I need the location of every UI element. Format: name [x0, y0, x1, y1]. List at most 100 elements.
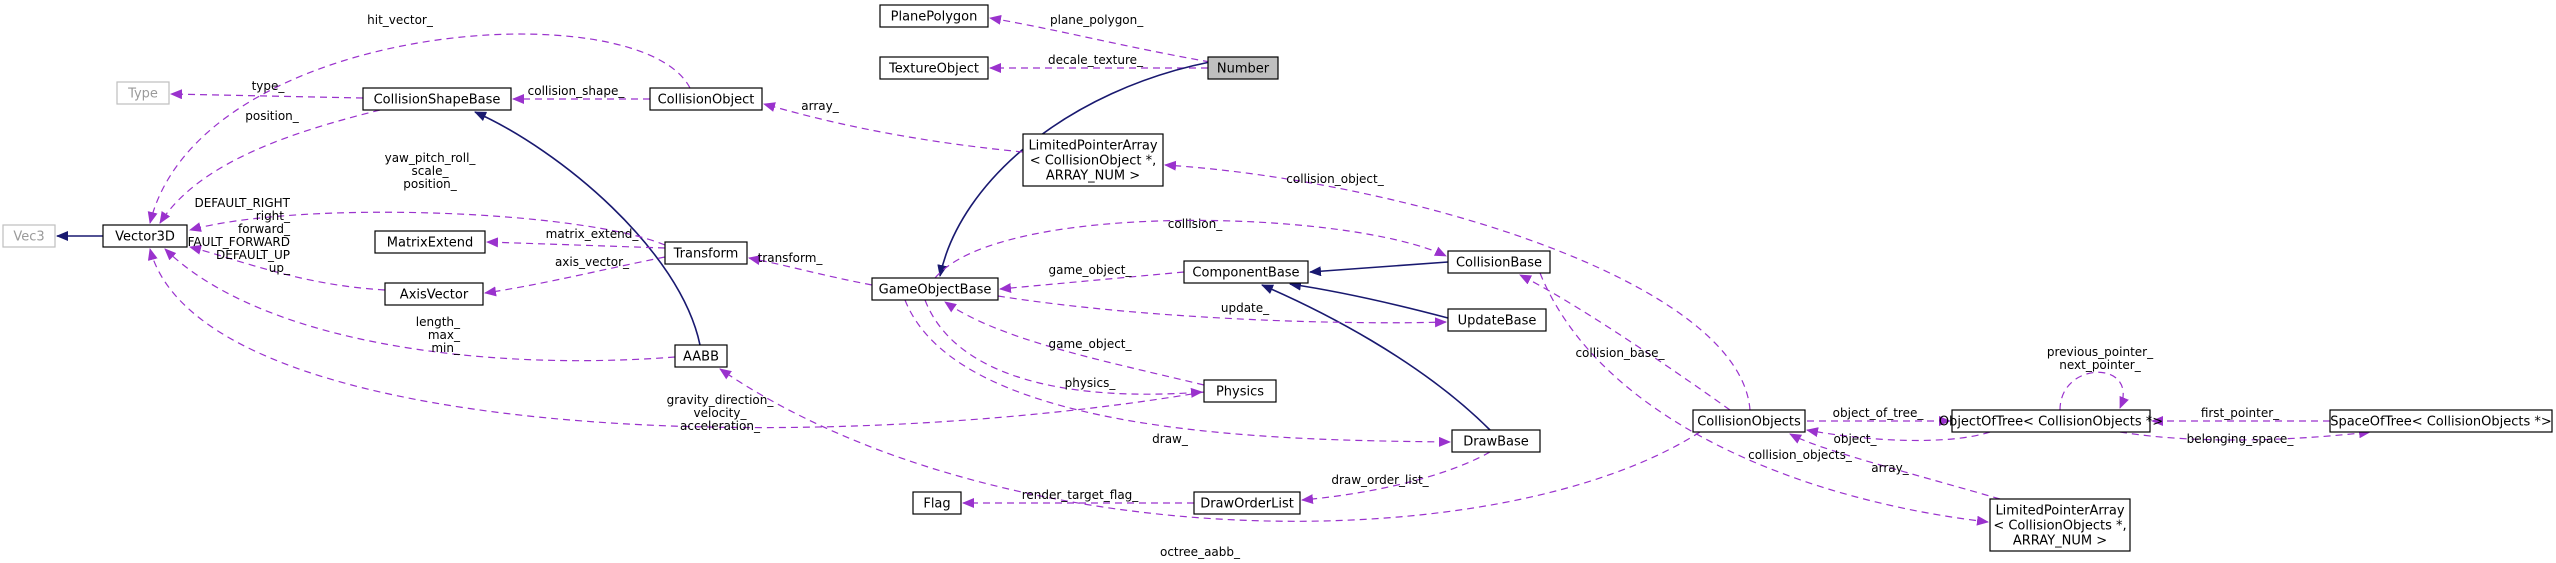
- class-node-matrix-extend[interactable]: MatrixExtend: [374, 230, 486, 254]
- class-node-label-line: PlanePolygon: [891, 10, 978, 25]
- class-node-vec3[interactable]: Vec3: [2, 224, 56, 248]
- edge-label-line: gravity_direction_: [667, 393, 775, 407]
- class-node-label: DrawOrderList: [1200, 497, 1294, 512]
- edge-label-line: octree_aabb_: [1160, 545, 1241, 559]
- usage-edge-collision-base-to-lpa-collision-objects: [1539, 272, 1989, 526]
- edge-labels-layer: plane_polygon_ decale_texture_ hit_vector_…: [171, 13, 2295, 559]
- class-node-lpa-collision-objects[interactable]: LimitedPointerArray< CollisionObjects *,…: [1989, 498, 2131, 552]
- class-node-axis-vector[interactable]: AxisVector: [384, 282, 484, 306]
- usage-edge-game-object-base-to-draw-base: [904, 299, 1451, 447]
- edge-label-line: DEFAULT_FORWARD: [171, 235, 290, 249]
- class-node-label: CollisionObject: [658, 93, 755, 108]
- class-node-label-line: < CollisionObjects *,: [1993, 519, 2126, 534]
- class-node-game-object-base[interactable]: GameObjectBase: [871, 277, 999, 301]
- class-node-aabb[interactable]: AABB: [674, 344, 728, 368]
- class-node-transform[interactable]: Transform: [664, 241, 748, 265]
- class-node-label-line: Transform: [673, 247, 739, 262]
- class-node-draw-order-list[interactable]: DrawOrderList: [1193, 491, 1301, 515]
- edge-label-line: up_: [269, 261, 291, 275]
- edge-label-position: position_: [245, 109, 300, 123]
- class-node-box: [649, 87, 763, 111]
- class-node-box: [1207, 56, 1279, 80]
- edge-label-line: position_: [403, 177, 458, 191]
- edge-label-belonging-space: belonging_space_: [2187, 432, 2295, 446]
- class-node-physics[interactable]: Physics: [1203, 379, 1277, 403]
- class-node-label: AABB: [683, 350, 719, 365]
- class-node-label: LimitedPointerArray< CollisionObjects *,…: [1993, 504, 2126, 549]
- class-node-label: DrawBase: [1463, 435, 1529, 450]
- edge-label-line: DEFAULT_UP: [216, 248, 290, 262]
- class-node-space-of-tree[interactable]: SpaceOfTree< CollisionObjects *>: [2329, 409, 2553, 433]
- class-node-box: [1692, 409, 1806, 433]
- edge-label-hit-vector: hit_vector_: [367, 13, 434, 27]
- edge-label-collision-objects: collision_objects_: [1748, 448, 1853, 462]
- class-node-label-line: Physics: [1216, 385, 1264, 400]
- usage-edge-draw-base-to-draw-order-list: [1301, 451, 1491, 505]
- edge-label-line: length_: [416, 315, 461, 329]
- usage-edge-game-object-base-to-update-base: [997, 295, 1447, 328]
- edges-layer: [56, 14, 2371, 526]
- edge-label-line: scale_: [412, 164, 450, 178]
- usage-edge-object-of-tree-to-collision-objects: [1806, 427, 1991, 442]
- edge-label-line: velocity_: [694, 406, 748, 420]
- class-node-collision-object[interactable]: CollisionObject: [649, 87, 763, 111]
- usage-edge-collision-objects-to-aabb: [719, 368, 1701, 522]
- class-node-label: Physics: [1216, 385, 1264, 400]
- edge-label-line: acceleration_: [680, 419, 761, 433]
- edge-label-line: transform_: [758, 251, 824, 265]
- class-node-label-line: CollisionShapeBase: [374, 93, 501, 108]
- class-node-type[interactable]: Type: [116, 81, 170, 105]
- class-node-label-line: CollisionBase: [1456, 256, 1542, 271]
- class-node-box: [912, 491, 962, 515]
- edge-label-object: object_: [1834, 432, 1878, 446]
- usage-edge-physics-to-vector3d: [147, 248, 1205, 429]
- class-node-draw-base[interactable]: DrawBase: [1451, 429, 1541, 453]
- class-node-label-line: Type: [127, 87, 158, 102]
- usage-edge-lpa-collision-object-to-collision-object: [763, 102, 1024, 153]
- inheritance-edge-aabb-to-collision-shape-base: [474, 111, 701, 346]
- class-node-label: ObjectOfTree< CollisionObjects *>: [1939, 415, 2163, 430]
- class-node-collision-shape-base[interactable]: CollisionShapeBase: [362, 87, 512, 111]
- edge-label-line: game_object_: [1048, 263, 1132, 277]
- class-node-update-base[interactable]: UpdateBase: [1447, 308, 1547, 332]
- edge-label-line: draw_order_list_: [1331, 473, 1429, 487]
- class-node-box: [1203, 379, 1277, 403]
- edge-label-draw-order-list: draw_order_list_: [1331, 473, 1429, 487]
- class-node-vector3d[interactable]: Vector3D: [102, 224, 188, 248]
- class-node-label-line: MatrixExtend: [387, 236, 473, 251]
- edge-label-line: matrix_extend_: [546, 227, 640, 241]
- class-node-box: [674, 344, 728, 368]
- class-node-box: [1447, 308, 1547, 332]
- class-node-collision-objects[interactable]: CollisionObjects: [1692, 409, 1806, 433]
- class-node-texture-object[interactable]: TextureObject: [879, 56, 989, 80]
- class-node-collision-base[interactable]: CollisionBase: [1447, 250, 1551, 274]
- edge-label-axis-vector: axis_vector_: [555, 255, 630, 269]
- class-node-label-line: ARRAY_NUM >: [2013, 534, 2107, 549]
- class-node-label-line: UpdateBase: [1458, 314, 1537, 329]
- edge-label-line: forward_: [238, 222, 291, 236]
- edge-label-line: next_pointer_: [2059, 358, 2142, 372]
- class-node-label: TextureObject: [888, 62, 979, 77]
- edge-label-line: axis_vector_: [555, 255, 630, 269]
- usage-edge-collision-objects-to-collision-base: [1519, 274, 1731, 411]
- class-node-lpa-collision-object[interactable]: LimitedPointerArray< CollisionObject *,A…: [1022, 133, 1164, 187]
- edge-label-matrix-extend: matrix_extend_: [546, 227, 640, 241]
- class-node-component-base[interactable]: ComponentBase: [1183, 260, 1309, 284]
- edge-label-line: max_: [428, 328, 461, 342]
- class-node-box: [2329, 409, 2553, 433]
- class-node-number[interactable]: Number: [1207, 56, 1279, 80]
- edge-label-line: decale_texture_: [1048, 53, 1144, 67]
- class-node-object-of-tree[interactable]: ObjectOfTree< CollisionObjects *>: [1939, 409, 2163, 433]
- class-node-flag[interactable]: Flag: [912, 491, 962, 515]
- edge-label-line: previous_pointer_: [2047, 345, 2154, 359]
- class-node-label: PlanePolygon: [891, 10, 978, 25]
- edge-label-line: plane_polygon_: [1050, 13, 1144, 27]
- edge-label-line: collision_: [1168, 217, 1223, 231]
- class-node-plane-polygon[interactable]: PlanePolygon: [879, 4, 989, 28]
- class-node-box: [879, 4, 989, 28]
- class-node-box: [102, 224, 188, 248]
- edge-label-line: collision_shape_: [528, 84, 626, 98]
- class-node-label: ComponentBase: [1192, 266, 1299, 281]
